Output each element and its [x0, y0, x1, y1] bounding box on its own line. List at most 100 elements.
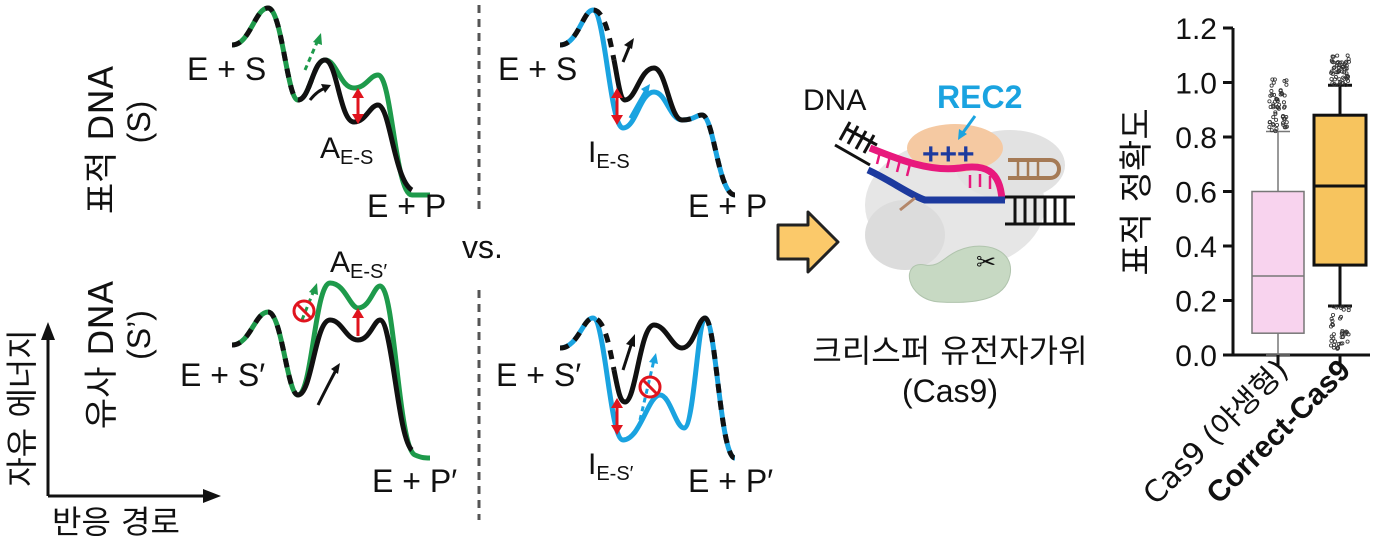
outlier-point [1340, 330, 1345, 335]
outlier-point [1339, 60, 1344, 65]
outlier-point [1345, 339, 1350, 344]
energy-axes [41, 322, 221, 503]
cas9-sub-label: (Cas9) [902, 373, 998, 409]
outlier-point [1282, 93, 1287, 98]
outlier-point [1340, 69, 1345, 74]
box-iqr [1312, 113, 1368, 267]
outlier-point [1278, 88, 1283, 93]
outlier-point [1344, 63, 1349, 68]
y-tick-label: 0.4 [1175, 231, 1217, 264]
outlier-point [1333, 339, 1338, 344]
outlier-point [1269, 89, 1274, 94]
outlier-point [1329, 338, 1334, 343]
outlier-point [1268, 105, 1273, 110]
outlier-point [1275, 97, 1280, 102]
outlier-point [1330, 59, 1335, 64]
outlier-point [1274, 126, 1279, 131]
outlier-point [1274, 122, 1279, 127]
outlier-point [1273, 110, 1278, 115]
outlier-point [1340, 64, 1345, 69]
outlier-point [1344, 329, 1349, 334]
outlier-point [1329, 77, 1334, 82]
ep-prime-label-2: E + P′ [688, 463, 773, 499]
outlier-point [1331, 345, 1336, 350]
es-label-2: E + S [498, 51, 577, 87]
outlier-point [1346, 57, 1351, 62]
i-label: IE-S [588, 136, 630, 173]
outlier-point [1337, 77, 1342, 82]
y-axis-title: 표적 정확도 [1117, 108, 1157, 275]
outlier-point [1267, 120, 1272, 125]
panel-target-conformational: E + S E + P AE-S [187, 5, 446, 224]
outlier-point [1340, 335, 1345, 340]
outlier-point [1279, 91, 1284, 96]
outlier-point [1331, 312, 1336, 317]
outlier-point [1271, 115, 1276, 120]
outlier-point [1338, 314, 1343, 319]
charge-label: +++ [922, 138, 975, 171]
box-iqr [1251, 190, 1305, 334]
outlier-point [1284, 115, 1289, 120]
outlier-point [1281, 100, 1286, 105]
outlier-point [1331, 304, 1336, 309]
outlier-point [1273, 129, 1278, 134]
flow-arrow [776, 210, 840, 274]
y-tick-label: 1.2 [1175, 13, 1217, 46]
outlier-point [1338, 341, 1343, 346]
a-label: AE-S [320, 132, 373, 169]
outlier-point [1346, 332, 1351, 337]
outlier-point [1284, 82, 1289, 87]
es-prime-label: E + S′ [180, 357, 265, 393]
outlier-point [1336, 341, 1341, 346]
x-axis-label: 반응 경로 [52, 503, 180, 541]
outlier-point [1346, 308, 1351, 313]
outlier-point [1267, 99, 1272, 104]
vs-label: vs. [462, 229, 503, 265]
outlier-point [1330, 322, 1335, 327]
y-tick-label: 0.8 [1175, 122, 1217, 155]
y-tick-label: 0.2 [1175, 286, 1217, 319]
outlier-point [1340, 304, 1345, 309]
ep-label: E + P [367, 188, 446, 224]
outlier-point [1284, 124, 1289, 129]
y-tick-label: 1.0 [1175, 68, 1217, 101]
outlier-point [1274, 104, 1279, 109]
outlier-point [1329, 316, 1334, 321]
outlier-point [1329, 334, 1334, 339]
dna-label: DNA [803, 84, 866, 117]
outlier-point [1334, 63, 1339, 68]
outlier-point [1332, 65, 1337, 70]
outlier-point [1272, 92, 1277, 97]
outlier-point [1282, 79, 1287, 84]
outlier-point [1333, 75, 1338, 80]
outlier-point [1344, 71, 1349, 76]
cas9-illustration: DNA REC2 +++ ✂ 크리스퍼 유전자가위 (Cas9) [803, 79, 1088, 409]
outlier-point [1332, 342, 1337, 347]
similar-dna-label: 유사 DNA [82, 281, 122, 429]
outlier-point [1343, 83, 1348, 88]
outlier-point [1331, 66, 1336, 71]
y-tick-label: 0.0 [1175, 340, 1217, 373]
outlier-point [1340, 328, 1345, 333]
outlier-point [1274, 117, 1279, 122]
outlier-point [1331, 332, 1336, 337]
similar-symbol-label: (S’) [121, 310, 157, 360]
outlier-point [1346, 305, 1351, 310]
outlier-point [1273, 111, 1278, 116]
cas9-name-label: 크리스퍼 유전자가위 [812, 332, 1087, 370]
outlier-point [1344, 73, 1349, 78]
es-prime-label-2: E + S′ [496, 357, 581, 393]
rec2-label: REC2 [937, 79, 1022, 115]
outlier-point [1335, 53, 1340, 58]
outlier-point [1336, 345, 1341, 350]
i-prime-label: IE-S′ [588, 448, 634, 485]
outlier-point [1271, 105, 1276, 110]
outlier-point [1284, 120, 1289, 125]
outlier-point [1338, 60, 1343, 65]
outlier-point [1284, 78, 1289, 83]
outlier-point [1271, 80, 1276, 85]
outlier-point [1330, 81, 1335, 86]
